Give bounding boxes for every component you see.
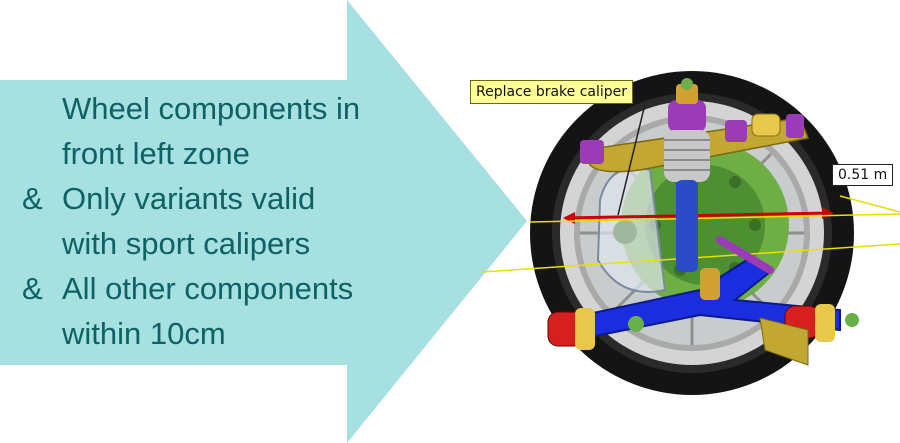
strut-top-mount [668, 100, 706, 132]
criteria-text: within 10cm [62, 316, 226, 351]
caliper-piston [613, 220, 637, 244]
tie-rod [716, 236, 774, 274]
lower-bracket [759, 317, 809, 366]
measurement-label: 0.51 m [832, 164, 894, 186]
coil-spring [664, 130, 710, 182]
bushing-right-cap [815, 304, 835, 342]
criteria-operator: & [22, 181, 43, 216]
criteria-line: &Only variants valid [22, 176, 422, 221]
criteria-line: front left zone [22, 131, 422, 176]
criteria-text: front left zone [62, 136, 250, 171]
mount-right [725, 120, 747, 142]
criteria-line: Wheel components in [22, 86, 422, 131]
bushing-left-cap [575, 308, 595, 350]
strut-cap [676, 84, 698, 104]
callout-label[interactable]: Replace brake caliper [470, 80, 634, 104]
strut-nut [681, 78, 693, 90]
arm-end-right [845, 313, 859, 327]
block-arrow [0, 0, 527, 443]
bushing-top-right [751, 113, 781, 137]
ball-joint [700, 268, 720, 300]
mount-left [580, 140, 604, 164]
mount-far-right [786, 114, 804, 138]
criteria-operator [22, 131, 62, 176]
criteria-text: Only variants valid [62, 181, 316, 216]
criteria-text: with sport calipers [62, 226, 311, 261]
callout-pointer [617, 99, 647, 216]
measure-line [564, 211, 833, 220]
criteria-line: within 10cm [22, 311, 422, 356]
criteria-operator [22, 311, 62, 356]
criteria-operator [22, 86, 62, 131]
arm-end-left [628, 316, 644, 332]
criteria-text: Wheel components in [62, 91, 361, 126]
criteria-line: with sport calipers [22, 221, 422, 266]
criteria-text: All other components [62, 271, 354, 306]
criteria-operator [22, 221, 62, 266]
criteria-line: &All other components [22, 266, 422, 311]
criteria-operator: & [22, 271, 43, 306]
wheel-assembly[interactable] [481, 71, 900, 395]
strut-body [676, 180, 698, 272]
